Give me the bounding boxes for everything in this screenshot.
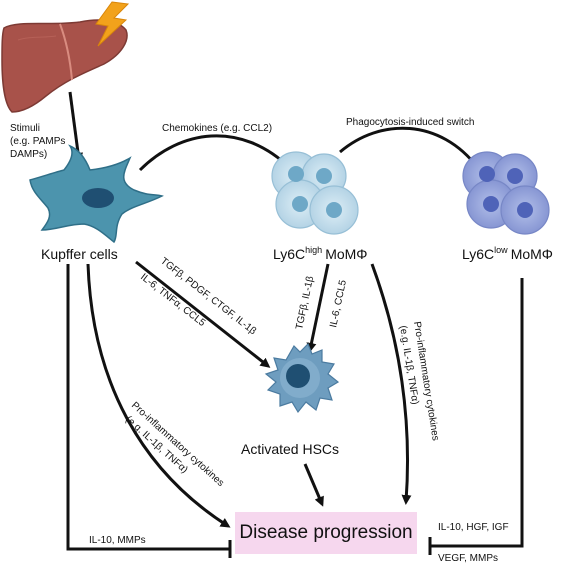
disease-progression-label: Disease progression [239, 522, 413, 543]
arrow-high-to-disease [370, 263, 412, 505]
chemokines-label: Chemokines (e.g. CCL2) [162, 123, 272, 134]
kupffer-label: Kupffer cells [41, 246, 118, 262]
disease-progression-box: Disease progression [235, 512, 417, 554]
ly6c-low-cells-icon [462, 151, 550, 235]
arrow-phagocytosis [339, 126, 480, 171]
arrow-kupffer-to-hsc [135, 260, 271, 368]
kupffer-cell-icon [29, 144, 164, 244]
arrow-high-to-hsc [306, 263, 330, 353]
inhibit-low-to-disease [430, 278, 524, 548]
high-to-hsc-label-1: TGFβ, IL-1β [294, 275, 316, 331]
stimuli-label: Stimuli (e.g. PAMPs DAMPs) [10, 123, 68, 160]
liver-icon [1, 19, 128, 113]
lightning-icon [95, 1, 130, 47]
arrow-kupffer-to-disease [86, 263, 231, 528]
arrow-chemokines [138, 134, 293, 172]
inhibit-kupffer-to-disease [66, 264, 230, 551]
activated-hsc-icon [264, 342, 340, 414]
arrow-liver-to-kupffer [68, 91, 84, 163]
arrow-hsc-to-disease [303, 463, 324, 507]
kupffer-inhibit-label: IL-10, MMPs [89, 535, 146, 546]
ly6c-high-cells-icon [271, 151, 359, 235]
low-inhibit-label-2: VEGF, MMPs [438, 553, 498, 564]
high-to-hsc-label-2: IL-6, CCL5 [328, 279, 349, 329]
activated-hsc-label: Activated HSCs [241, 441, 339, 457]
low-inhibit-label-1: IL-10, HGF, IGF [438, 522, 509, 533]
phagocytosis-label: Phagocytosis-induced switch [346, 117, 474, 128]
